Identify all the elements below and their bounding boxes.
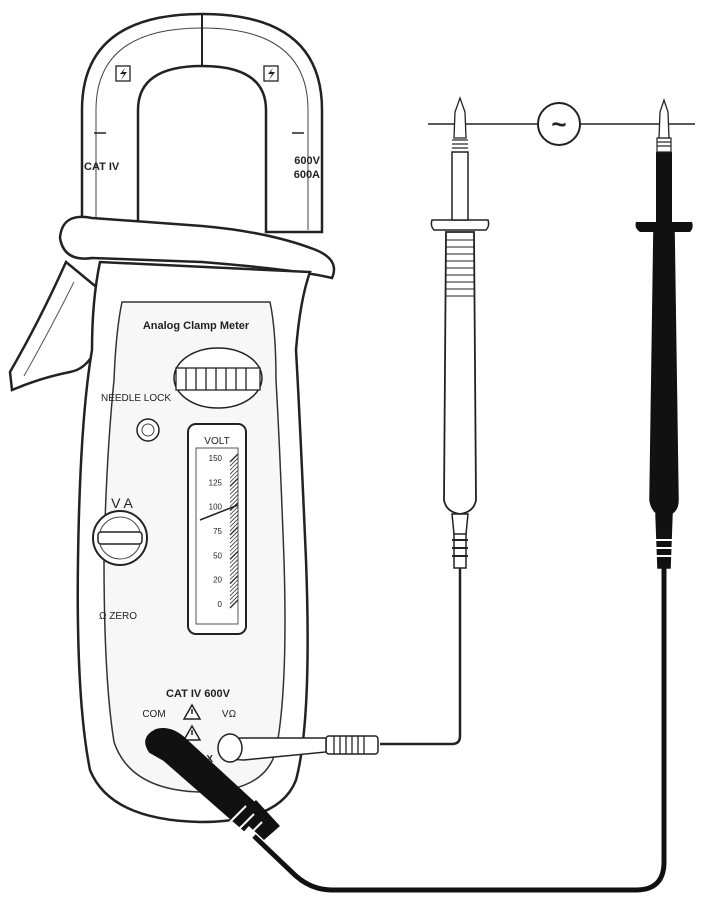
scale-tick: [229, 559, 239, 568]
scale-tick: [229, 473, 239, 483]
com-lead-cable: [252, 560, 667, 893]
scale-tick: [229, 542, 239, 552]
scale-tick: [229, 579, 239, 589]
jaw-trigger: [8, 259, 102, 392]
scale-tick: [229, 571, 239, 580]
needle-lock-label: NEEDLE LOCK: [101, 393, 171, 404]
meter-body: Analog Clamp Meter NEEDLE LOCK VOLT 1501…: [58, 215, 336, 824]
lightning-icon: [115, 65, 131, 82]
scale-tick: [229, 595, 239, 605]
scale-tick: [229, 599, 239, 609]
scale-tick-label: 20: [213, 576, 222, 585]
scale-tick: [229, 522, 239, 532]
scale-tick: [229, 546, 239, 556]
scale-tick: [229, 457, 239, 467]
scale-tick: [229, 461, 239, 471]
selector-knob-grip: [97, 531, 143, 545]
scale-tick: [229, 591, 239, 601]
meter-needle: [199, 504, 239, 521]
circuit: ~: [428, 102, 695, 146]
scale-tick: [229, 482, 239, 491]
ohm-zero-label: Ω ZERO: [99, 611, 137, 622]
scale-tick: [229, 538, 239, 548]
scale-tick: [229, 469, 239, 479]
scale-tick: [229, 526, 239, 536]
jaw-trigger-inner: [23, 281, 75, 377]
scale-tick: [229, 498, 239, 507]
scale-tick: [229, 518, 239, 528]
scale-tick-label: 150: [209, 454, 223, 463]
volt-label: VOLT: [204, 436, 229, 447]
scale-tick: [229, 490, 239, 499]
vohm-probe[interactable]: [430, 96, 490, 569]
scale-ticks: [229, 453, 239, 609]
com-plug[interactable]: [145, 728, 280, 840]
cat-rating-label: CAT IV 600V: [166, 688, 231, 700]
scale-tick: [229, 563, 239, 572]
scale-tick: [229, 465, 239, 475]
scale-tick: [229, 486, 239, 495]
vohm-plug[interactable]: [217, 733, 379, 763]
jaw-right-label-2: 600A: [294, 169, 320, 181]
scale-face: [195, 447, 239, 625]
needle-lock-wheel: [175, 367, 261, 391]
jaw-guard: [58, 215, 336, 280]
jaw-left-label: CAT IV: [84, 161, 120, 173]
scale-tick-label: 0: [218, 600, 223, 609]
scale-tick: [229, 583, 239, 593]
scale-tick: [229, 453, 239, 463]
vohm-terminal-label: VΩ: [222, 709, 237, 720]
scale-tick: [229, 587, 239, 597]
scale-tick-label: 50: [213, 551, 222, 560]
jaw-outline: [80, 12, 324, 234]
scale-tick: [229, 567, 239, 576]
scale-tick: [229, 477, 239, 487]
com-test-lead: [145, 97, 693, 893]
warning-icon: [182, 724, 202, 741]
scale-tick: [229, 510, 239, 520]
scale-tick: [229, 530, 239, 540]
warning-icon: [182, 703, 202, 720]
com-terminal-label: COM: [142, 709, 165, 720]
ac-source-symbol: ~: [551, 109, 566, 139]
scale-tick: [229, 534, 239, 544]
selector-label: V A: [111, 495, 133, 511]
scale-tick: [229, 550, 239, 560]
meter-title: Analog Clamp Meter: [143, 320, 250, 332]
needle-lock-button[interactable]: [136, 418, 160, 442]
scale-tick: [229, 575, 239, 585]
scale-tick-label: 75: [213, 527, 222, 536]
ac-source-icon: [537, 102, 581, 146]
needle-lock-wheel-ridges: [185, 368, 247, 390]
vohm-test-lead: [217, 96, 490, 763]
lightning-icon: [263, 65, 279, 82]
scale-tick-label: 100: [209, 503, 223, 512]
scale-tick-label: 125: [209, 478, 223, 487]
scale-tick: [229, 506, 239, 516]
clamp-jaws: CAT IV 600V 600A: [80, 12, 324, 234]
scale-tick: [229, 514, 239, 524]
scale-tick: [229, 494, 239, 503]
scale-tick: [229, 555, 239, 564]
scale-labels: 150 125 100 75 50 20 0: [209, 454, 223, 609]
jaw-right-label-1: 600V: [294, 155, 320, 167]
vohm-lead-cable: [380, 560, 462, 746]
com-probe[interactable]: [635, 97, 693, 569]
